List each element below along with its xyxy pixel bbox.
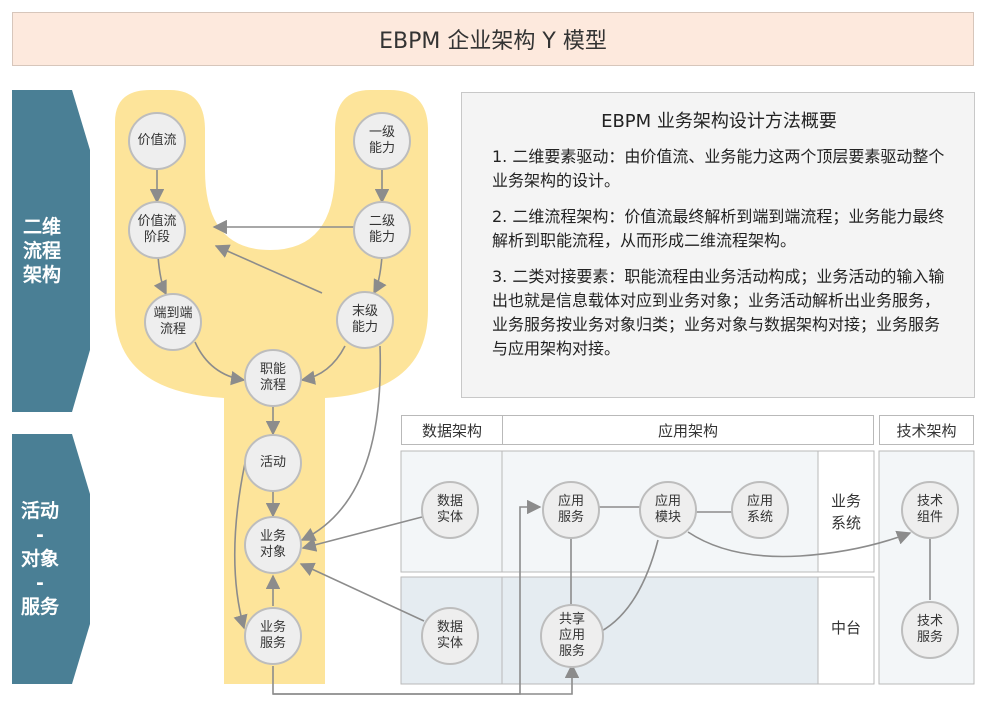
node-app-module [639, 481, 697, 539]
side-banner-top [12, 90, 90, 412]
node-func-process [244, 349, 302, 407]
row-label-middle-platform: 中台 [830, 619, 862, 637]
node-cap-l1 [353, 112, 411, 170]
node-end-to-end [144, 293, 202, 351]
node-cap-l2 [353, 201, 411, 259]
node-data-entity-1 [421, 481, 479, 539]
node-app-system [731, 481, 789, 539]
header-tech-architecture: 技术架构 [879, 415, 974, 445]
node-value-stage [128, 201, 186, 259]
side-banner-bottom [12, 434, 90, 684]
node-activity [244, 434, 302, 492]
row-label-biz-system: 业务 系统 [830, 492, 862, 532]
header-data-architecture: 数据架构 [401, 415, 503, 445]
info-item-3: 3. 二类对接要素：职能流程由业务活动构成；业务活动的输入输出也就是信息载体对应… [492, 267, 945, 358]
info-heading: EBPM 业务架构设计方法概要 [601, 111, 837, 132]
node-value-stream [128, 112, 186, 170]
grid-mid-label [817, 576, 875, 685]
node-tech-component [901, 481, 959, 539]
node-cap-leaf [336, 291, 394, 349]
node-shared-app-service [540, 604, 604, 668]
node-biz-service [244, 607, 302, 665]
grid-biz-label [817, 450, 875, 573]
side-label-2d-process: 二维 流程 架构 [22, 216, 62, 286]
node-biz-object [244, 516, 302, 574]
info-item-1: 1. 二维要素驱动：由价值流、业务能力这两个顶层要素驱动整个业务架构的设计。 [492, 147, 945, 190]
node-data-entity-2 [421, 607, 479, 665]
header-app-architecture: 应用架构 [502, 415, 874, 445]
page-title: EBPM 企业架构 Y 模型 [12, 12, 974, 66]
node-app-service [542, 481, 600, 539]
info-item-2: 2. 二维流程架构：价值流最终解析到端到端流程；业务能力最终解析到职能流程，从而… [492, 207, 945, 250]
node-tech-service [901, 601, 959, 659]
info-panel: EBPM 业务架构设计方法概要 1. 二维要素驱动：由价值流、业务能力这两个顶层… [461, 92, 975, 398]
side-label-activity-object-service: 活动 - 对象 - 服务 [20, 500, 60, 618]
